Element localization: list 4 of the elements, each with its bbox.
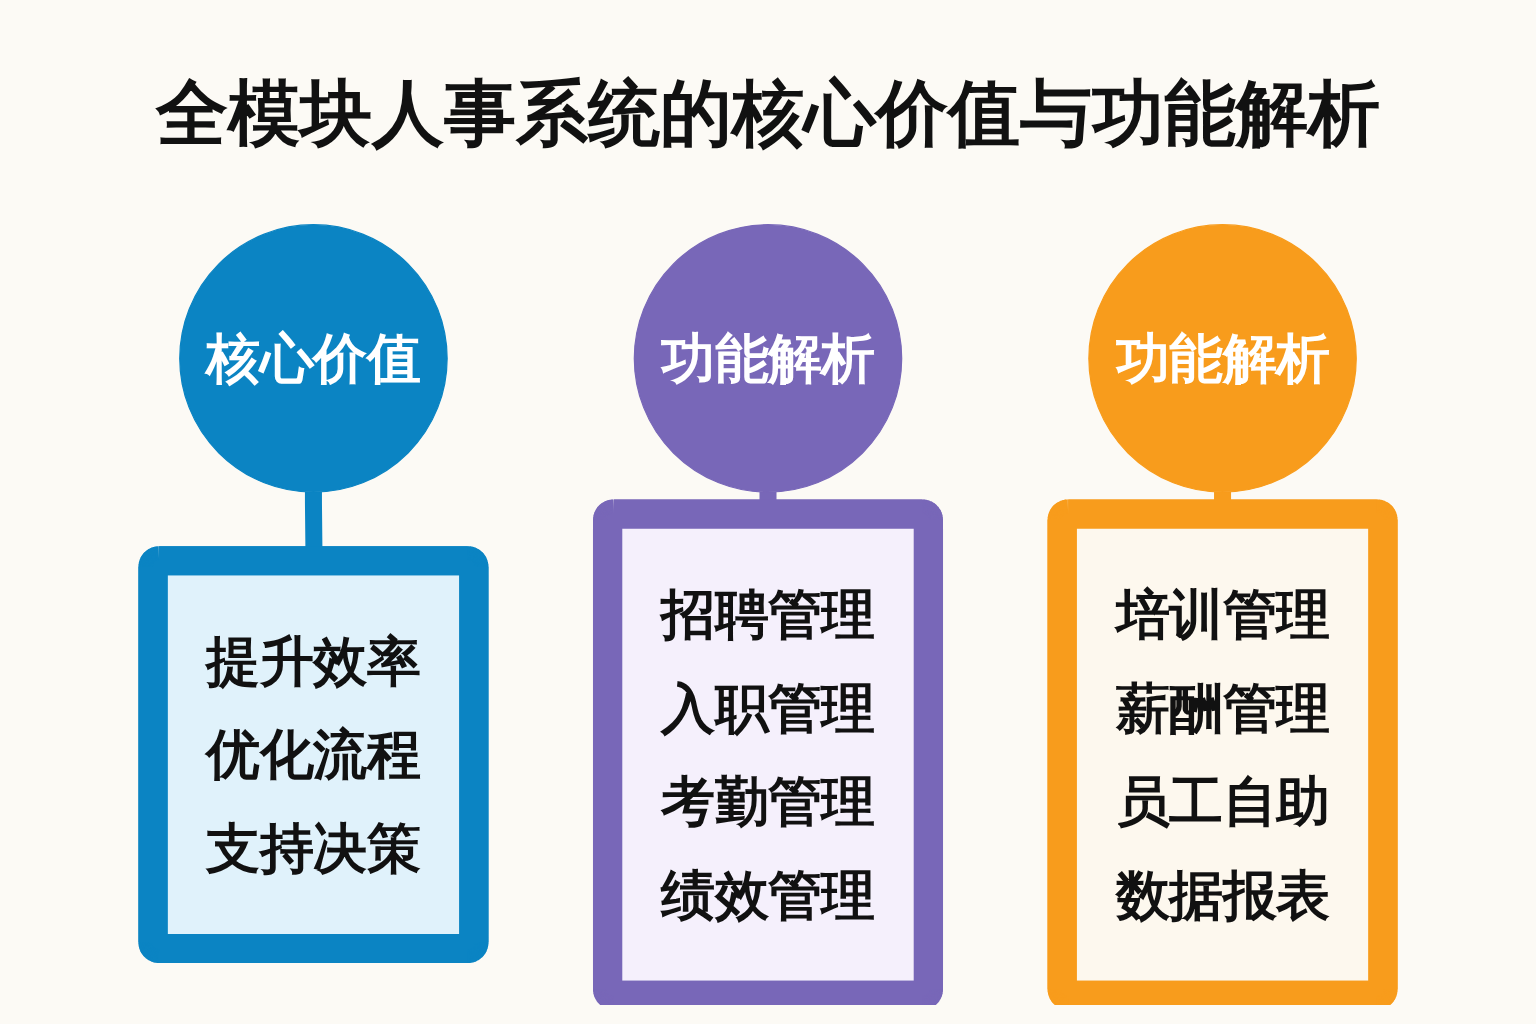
- node-circle: 功能解析: [1088, 224, 1357, 493]
- node-circle: 功能解析: [633, 224, 903, 493]
- diagram-title: 全模块人事系统的核心价值与功能解析: [154, 70, 1381, 157]
- node-circle: 核心价值: [179, 224, 448, 493]
